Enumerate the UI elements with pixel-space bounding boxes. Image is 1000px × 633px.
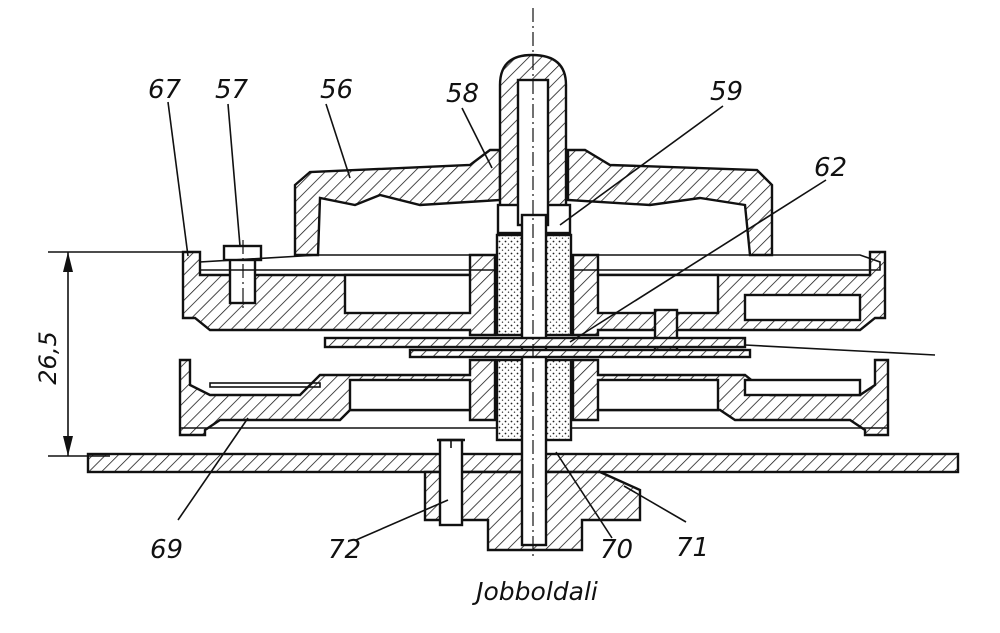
label-71: 71 — [676, 533, 709, 563]
label-67: 67 — [148, 75, 182, 105]
lower-disc — [178, 358, 890, 437]
dimension-text: 26,5 — [34, 331, 62, 384]
label-57: 57 — [215, 75, 249, 105]
caption: Jobboldali — [471, 577, 598, 606]
label-59: 59 — [710, 77, 743, 107]
bushing — [495, 203, 573, 442]
leader-lines — [167, 101, 827, 541]
dimension-26-5: 26,5 — [34, 251, 188, 457]
upper-disc — [181, 250, 887, 352]
label-72: 72 — [328, 535, 361, 565]
label-56: 56 — [320, 75, 353, 105]
screw-57 — [222, 240, 263, 312]
label-58: 58 — [446, 79, 479, 109]
thin-disc-62 — [323, 336, 936, 359]
label-69: 69 — [150, 535, 183, 565]
label-62: 62 — [814, 153, 847, 183]
label-70: 70 — [600, 535, 633, 565]
